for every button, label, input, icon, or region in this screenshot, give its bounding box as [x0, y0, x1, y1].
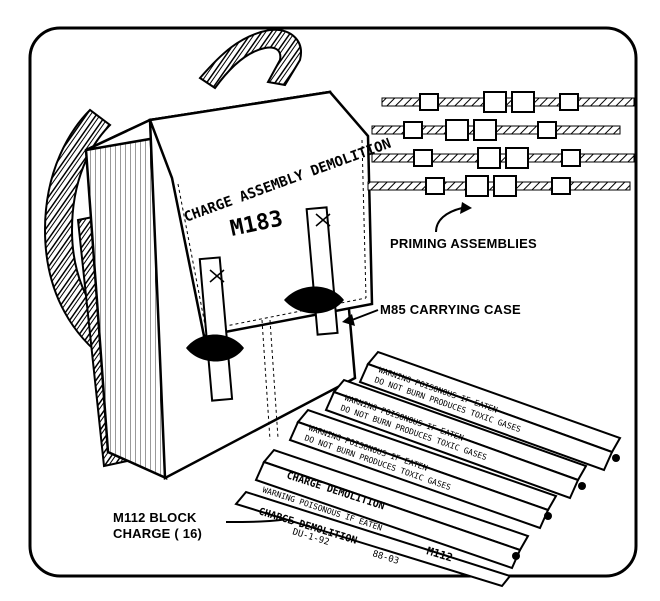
- label-block-charge-line1: M112 BLOCK: [113, 510, 197, 525]
- carrying-case: CHARGE ASSEMBLY DEMOLITION M183: [84, 90, 393, 481]
- label-block-charge-line2: CHARGE ( 16): [113, 526, 203, 541]
- label-block-charge: M112 BLOCK CHARGE ( 16): [113, 510, 223, 542]
- block-end-ties: [512, 454, 620, 560]
- priming-cord-2: [371, 119, 621, 141]
- frame-border: [28, 26, 638, 578]
- label-priming-assemblies: PRIMING ASSEMBLIES: [390, 236, 537, 251]
- priming-cord-3: [371, 147, 635, 169]
- priming-assemblies: [367, 91, 635, 197]
- label-carrying-case: M85 CARRYING CASE: [380, 302, 521, 317]
- priming-cord-4: [367, 175, 631, 197]
- case-strap-right: [284, 206, 344, 336]
- priming-cord-1: [381, 91, 635, 113]
- arrow-priming: [435, 202, 472, 233]
- arrow-carrying-case: [342, 309, 379, 326]
- case-strap-left: [186, 256, 244, 402]
